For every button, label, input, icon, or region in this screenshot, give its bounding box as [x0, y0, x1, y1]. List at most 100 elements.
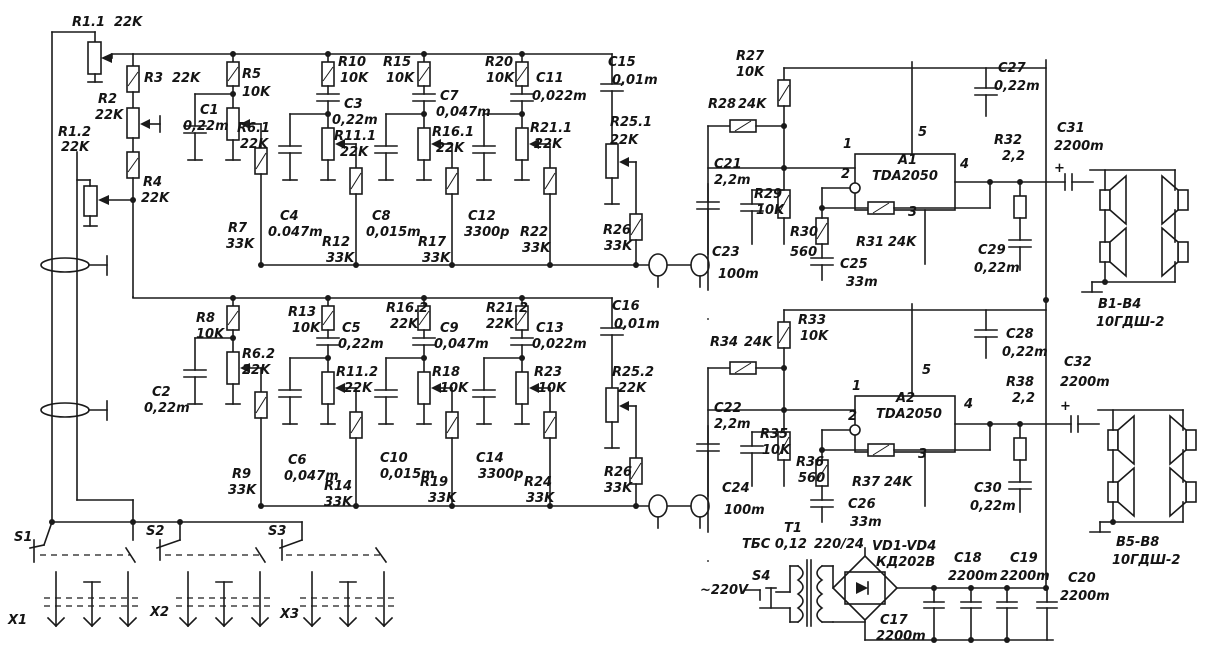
speaker-icon	[1099, 174, 1127, 226]
label-c5-ref: C5	[342, 321, 361, 336]
wiper-arrow	[619, 157, 629, 167]
bias-decoupling-capacitor	[740, 445, 764, 454]
label-c32-val: 2200m	[1060, 375, 1110, 390]
junction	[633, 503, 639, 509]
zobel-capacitor	[1008, 481, 1032, 490]
wiper-arrow	[431, 139, 441, 149]
shunt-capacitor-band-4	[472, 145, 496, 154]
label-a2-pin4: 4	[963, 397, 973, 412]
label-c25-ref: C25	[840, 257, 868, 272]
wiper-arrow	[335, 383, 345, 393]
label-c31-plus: +	[1054, 161, 1065, 176]
tone-control-channel-1	[132, 51, 710, 298]
label-c31-ref: C31	[1057, 121, 1085, 136]
label-c18-val: 2200m	[948, 569, 998, 584]
label-r9-ref: R9	[232, 467, 251, 482]
shunt-capacitor-band-3	[374, 389, 398, 398]
label-diode-type: КД202В	[876, 555, 935, 570]
label-r11-1-val: 22K	[340, 145, 369, 160]
label-r30-ref: R30	[790, 225, 818, 240]
label-c20-val: 2200m	[1060, 589, 1110, 604]
label-r15-ref: R15	[383, 55, 411, 70]
label-r37-ref: R37	[852, 475, 881, 490]
label-r26-val: 33K	[604, 239, 633, 254]
tone-control-channel-2	[132, 295, 710, 529]
shielded-connector	[690, 494, 710, 518]
label-r36-val: 560	[798, 471, 825, 486]
feedback-capacitor	[810, 499, 834, 508]
label-c13-ref: C13	[536, 321, 564, 336]
label-r23-ref: R21.2	[486, 301, 528, 316]
mix-resistor-band-4	[543, 167, 557, 195]
label-a2-pin2: 2	[848, 409, 857, 424]
label-c8-val: 0,015m	[366, 225, 421, 240]
label-r25-2-ref: R25.2	[612, 365, 654, 380]
power-supply	[744, 547, 1058, 643]
label-r14-ref: R14	[324, 479, 352, 494]
label-c3-ref: C3	[344, 97, 363, 112]
label-r9-val: 33K	[228, 483, 257, 498]
wiper-arrow	[335, 139, 345, 149]
label-r11-1-ref: R11.1	[334, 129, 376, 144]
label-r17-ref: R17	[418, 235, 447, 250]
label-r1-1-val: 22K	[114, 15, 143, 30]
capacitor-band-3	[412, 93, 436, 102]
speaker-group-b5-b8	[1089, 409, 1197, 533]
feedback-resistor	[867, 443, 895, 457]
label-a1-pin5: 5	[918, 125, 927, 140]
supply-decoupling-capacitor	[974, 329, 998, 338]
resistor-band-3	[417, 61, 431, 87]
label-r1-2-val: 22K	[61, 140, 90, 155]
speaker-icon	[1169, 466, 1197, 518]
label-r30-val: 560	[790, 245, 817, 260]
label-c17-val: 2200m	[876, 629, 926, 644]
power-amplifier-a2	[696, 303, 1100, 562]
label-r23-val: 22K	[486, 317, 515, 332]
label-r19-ref: R19	[420, 475, 448, 490]
input-section	[29, 31, 396, 628]
label-r7-ref: R7	[228, 221, 248, 236]
wiper-arrow	[431, 383, 441, 393]
label-x3: X3	[279, 607, 299, 622]
label-c4-val: 0.047m	[268, 225, 323, 240]
capacitor-band-2	[316, 93, 340, 102]
resistor-band-2	[321, 61, 335, 87]
label-c23-val: 100m	[718, 267, 759, 282]
resistor-band-2	[321, 305, 335, 331]
label-r26-ref: R26	[603, 223, 631, 238]
capacitor-c18	[960, 587, 982, 641]
wiper-arrow	[529, 383, 539, 393]
label-c23-ref: C23	[712, 245, 740, 260]
label-a2-part: TDA2050	[876, 407, 942, 422]
mix-resistor-band-1	[254, 391, 268, 419]
label-c16-ref: C16	[612, 299, 640, 314]
capacitor-band-4	[510, 93, 534, 102]
wiper-arrow	[240, 119, 250, 129]
shielded-connector	[648, 253, 668, 277]
label-r12-ref: R12	[322, 235, 350, 250]
speaker-icon	[1161, 174, 1189, 226]
inverting-input	[849, 182, 861, 194]
label-c4-ref: C4	[280, 209, 299, 224]
label-transformer-ratio: 220/24	[814, 537, 864, 552]
label-r16-2-ref: R18	[432, 365, 460, 380]
resistor-band-1	[226, 305, 240, 331]
label-c12-val: 3300p	[464, 225, 510, 240]
label-b5-b8-type: 10ГДШ-2	[1112, 553, 1180, 568]
label-c8-ref: C8	[372, 209, 391, 224]
amplifier-chip	[854, 395, 956, 453]
label-a1-pin4: 4	[959, 157, 969, 172]
label-a1-pin2: 2	[841, 167, 850, 182]
junction	[258, 262, 264, 268]
potentiometer-band-2	[321, 371, 335, 405]
potentiometer-band-2	[321, 127, 335, 161]
label-r21-1-val: 22K	[534, 137, 563, 152]
label-a2-pin3: 3	[918, 447, 927, 462]
junction	[781, 123, 787, 129]
label-r33-val: 10K	[800, 329, 829, 344]
label-r33-ref: R33	[798, 313, 826, 328]
label-c15-ref: C15	[608, 55, 636, 70]
label-r5-val: 10K	[242, 85, 271, 100]
shunt-capacitor-band-2	[278, 389, 302, 398]
shield-loop-1	[40, 257, 90, 273]
